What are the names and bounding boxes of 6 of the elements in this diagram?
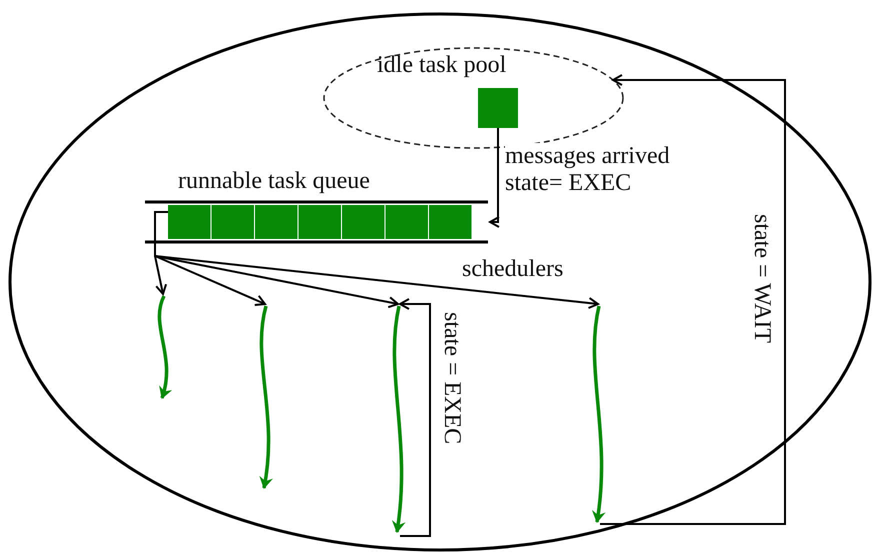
task-square [478, 88, 518, 128]
node-title: idle task pool [377, 52, 506, 79]
arrow [399, 298, 431, 537]
arrow [489, 128, 500, 228]
node-title: runnable task queue [178, 168, 370, 195]
arrow [600, 74, 786, 525]
